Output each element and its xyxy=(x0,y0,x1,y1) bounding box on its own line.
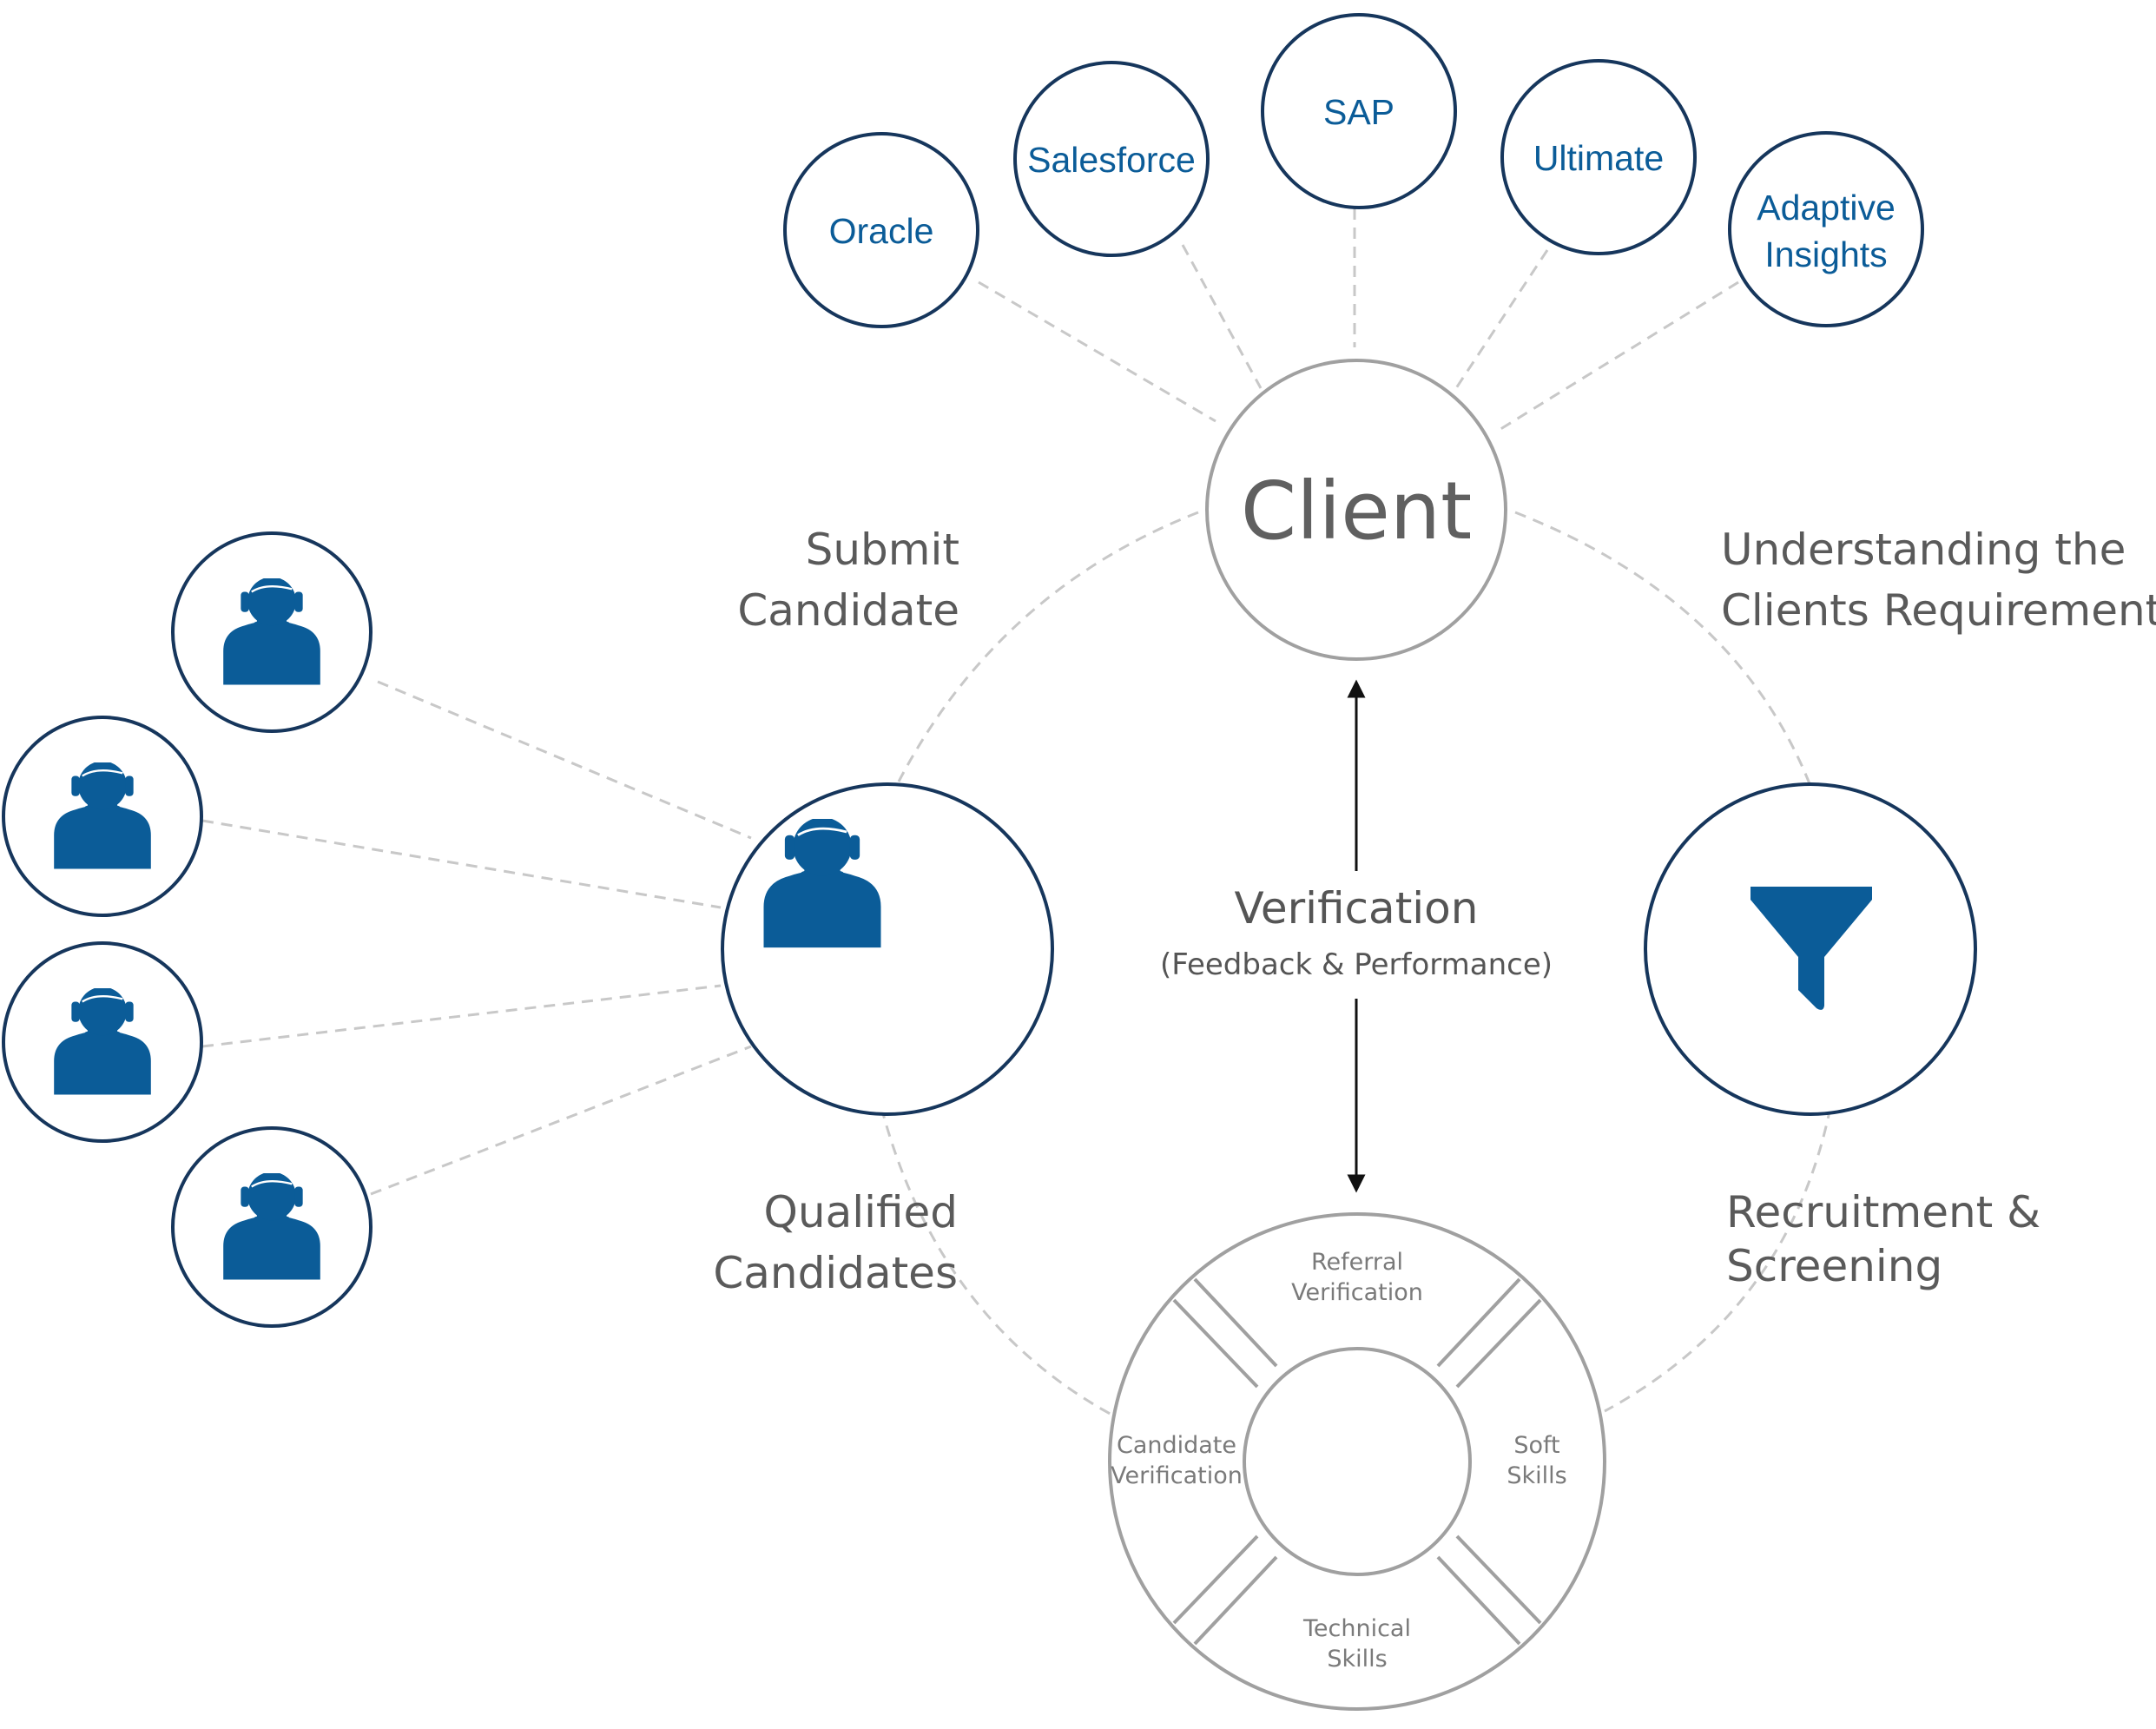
ring-left-line2: Verification xyxy=(1111,1462,1243,1489)
candidate-small-2 xyxy=(2,716,203,917)
funnel-icon xyxy=(1751,887,1872,1010)
ring-left-line1: Candidate xyxy=(1117,1432,1236,1459)
step-qualified-line2: Candidates xyxy=(713,1248,958,1298)
verification-subtitle: (Feedback & Performance) xyxy=(1160,947,1553,982)
client-node: Client xyxy=(1205,359,1507,661)
candidate-node xyxy=(721,782,1054,1116)
ring-bottom-line2: Skills xyxy=(1327,1646,1387,1673)
step-recruitment-line2: Screening xyxy=(1726,1241,1942,1291)
ring-top-line1: Referral xyxy=(1311,1249,1403,1276)
step-recruitment-line1: Recruitment & xyxy=(1726,1187,2041,1237)
client-label: Client xyxy=(1241,465,1472,558)
platform-salesforce-label: Salesforce xyxy=(1027,140,1196,180)
platform-ultimate: Ultimate xyxy=(1500,59,1697,255)
step-submit-line1: Submit xyxy=(806,525,959,575)
platform-sap: SAP xyxy=(1261,13,1457,209)
platform-oracle: Oracle xyxy=(783,132,979,328)
step-understanding-line1: Understanding the xyxy=(1721,525,2126,575)
verification-ring xyxy=(1108,1212,1606,1711)
step-understanding-line2: Clients Requirement xyxy=(1721,585,2156,636)
ring-top-line2: Verification xyxy=(1291,1279,1423,1306)
step-qualified-line1: Qualified xyxy=(764,1187,958,1237)
candidate-small-4 xyxy=(171,1126,373,1328)
screening-node xyxy=(1644,782,1977,1116)
step-submit-line2: Candidate xyxy=(737,585,959,636)
platform-oracle-label: Oracle xyxy=(829,211,934,251)
platform-sap-label: SAP xyxy=(1323,92,1394,132)
platform-adaptive-label-line2: Insights xyxy=(1764,234,1887,274)
candidate-small-3 xyxy=(2,941,203,1143)
ring-right-line1: Soft xyxy=(1513,1432,1559,1459)
platform-adaptive-insights: Adaptive Insights xyxy=(1728,131,1924,327)
platform-salesforce: Salesforce xyxy=(1013,61,1210,257)
platform-adaptive-label-line1: Adaptive xyxy=(1757,188,1896,228)
verification-title: Verification xyxy=(1235,883,1479,934)
connectors xyxy=(201,208,1832,1417)
candidate-small-1 xyxy=(171,531,373,733)
ring-right-line2: Skills xyxy=(1507,1462,1566,1489)
ring-bottom-line1: Technical xyxy=(1302,1615,1411,1642)
platform-ultimate-label: Ultimate xyxy=(1533,138,1664,178)
